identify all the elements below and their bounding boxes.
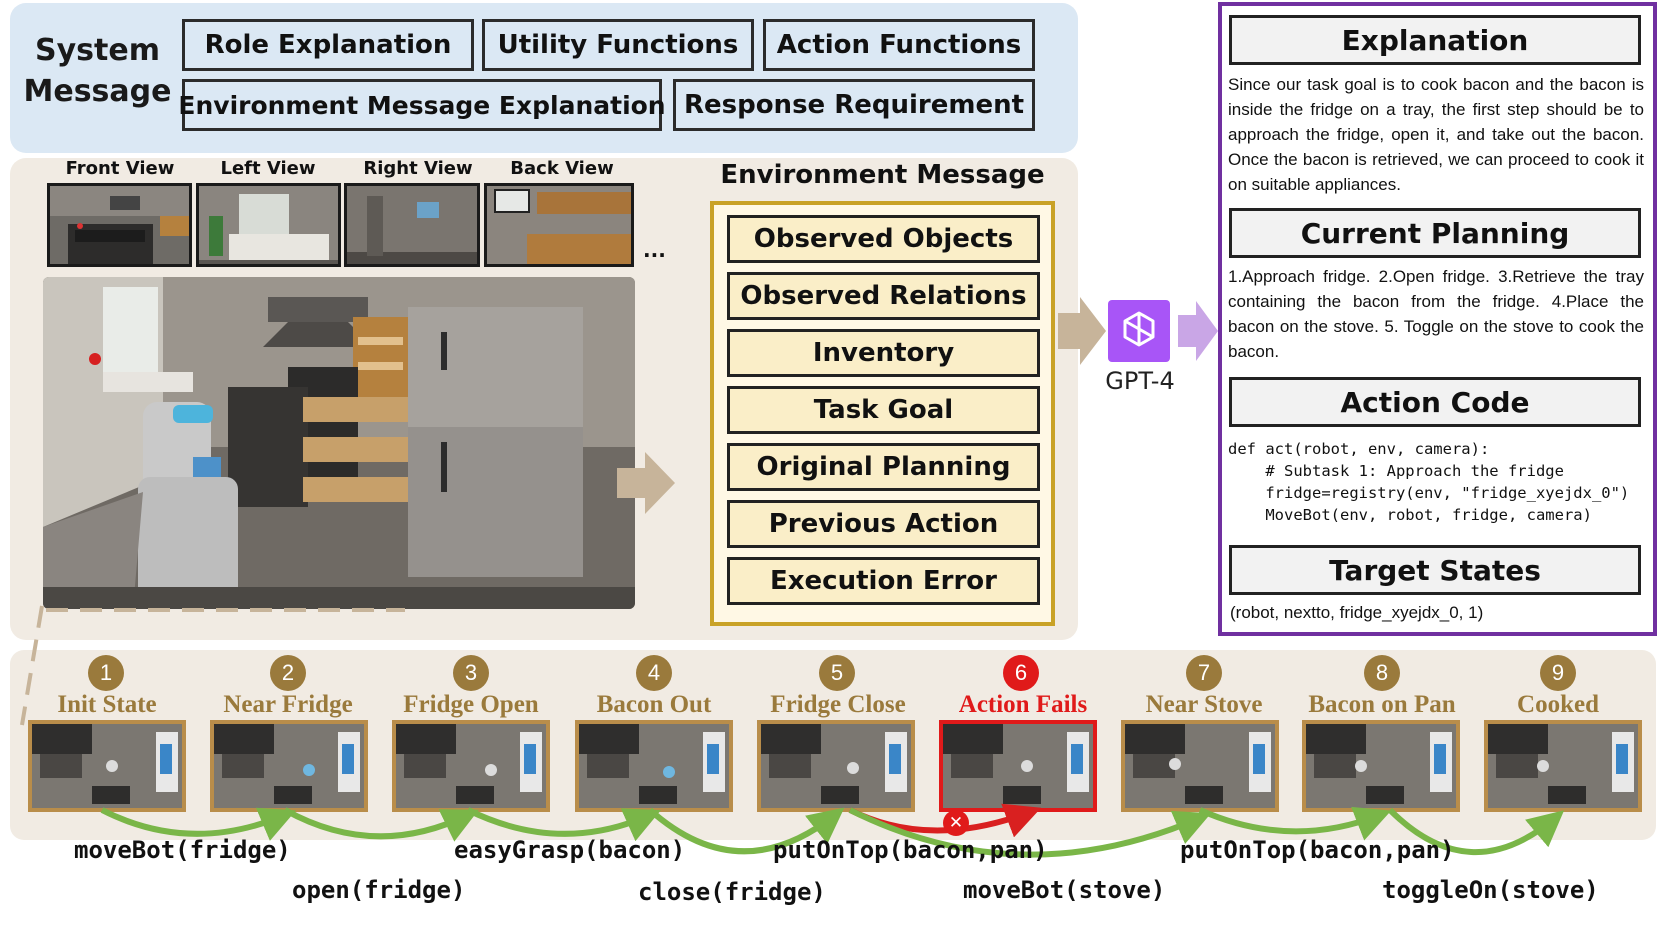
previous-action-box: Previous Action <box>727 500 1040 548</box>
action-label-8: toggleOn(stove) <box>1382 876 1599 904</box>
arrow-1-2 <box>100 807 297 841</box>
action-label-1: moveBot(fridge) <box>74 836 291 864</box>
environment-message-explanation-box: Environment Message Explanation <box>178 79 666 131</box>
system-message-title: System Message <box>23 33 172 109</box>
step-9-number: 9 <box>1540 655 1576 691</box>
right-view-image <box>344 183 480 267</box>
step-7-number: 7 <box>1186 655 1222 691</box>
arrow-to-response <box>1178 301 1218 361</box>
explanation-text: Since our task goal is to cook bacon and… <box>1228 75 1644 194</box>
step-8-label: Bacon on Pan <box>1308 691 1456 718</box>
step-2-number: 2 <box>270 655 306 691</box>
environment-message-title: Environment Message <box>720 160 1045 190</box>
response-panel <box>1218 2 1657 636</box>
action-label-6: moveBot(stove) <box>963 876 1166 904</box>
inventory-box: Inventory <box>727 329 1040 377</box>
explanation-header: Explanation <box>1229 15 1641 65</box>
left-view-image <box>196 183 341 267</box>
arrow-8-9 <box>1387 807 1565 856</box>
action-label-3: easyGrasp(bacon) <box>454 836 686 864</box>
left-view-label: Left View <box>220 158 316 179</box>
right-view-label: Right View <box>363 158 473 179</box>
observed-objects-box: Observed Objects <box>727 215 1040 263</box>
step-5-image <box>757 720 915 812</box>
action-label-7: putOnTop(bacon,pan) <box>1180 836 1455 864</box>
step-3-number: 3 <box>453 655 489 691</box>
step-4-number: 4 <box>636 655 672 691</box>
step-4-label: Bacon Out <box>596 691 712 718</box>
action-functions-box: Action Functions <box>763 19 1035 71</box>
current-planning-header: Current Planning <box>1229 208 1641 258</box>
step-5-label: Fridge Close <box>770 691 906 718</box>
action-label-4: close(fridge) <box>638 878 826 906</box>
arrow-7-8 <box>1198 806 1392 841</box>
action-code-header: Action Code <box>1229 377 1641 427</box>
task-goal-box: Task Goal <box>727 386 1040 434</box>
step-6-number: 6 <box>1003 655 1039 691</box>
response-requirement-box: Response Requirement <box>673 79 1035 131</box>
step-1-number: 1 <box>88 655 124 691</box>
step-2-image <box>210 720 368 812</box>
step-8-number: 8 <box>1364 655 1400 691</box>
step-9-label: Cooked <box>1517 691 1599 718</box>
step-8-image <box>1302 720 1460 812</box>
step-3-label: Fridge Open <box>403 691 539 718</box>
target-states-header: Target States <box>1229 545 1641 595</box>
action-label-2: open(fridge) <box>292 876 466 904</box>
arrow-4-5 <box>648 807 845 855</box>
step-3-image <box>392 720 550 812</box>
openai-logo-icon <box>1108 300 1170 362</box>
back-view-label: Back View <box>510 158 614 179</box>
step-1-label: Init State <box>57 691 157 718</box>
action-code-block: def act(robot, env, camera): # Subtask 1… <box>1228 440 1630 524</box>
step-9-image <box>1484 720 1642 812</box>
more-views-ellipsis: ... <box>643 238 666 262</box>
fail-x-icon: ✕ <box>943 810 969 836</box>
step-7-image <box>1121 720 1279 812</box>
arrow-3-4 <box>466 807 661 842</box>
step-1-image <box>28 720 186 812</box>
role-explanation-box: Role Explanation <box>182 19 474 71</box>
original-planning-box: Original Planning <box>727 443 1040 491</box>
utility-functions-box: Utility Functions <box>482 19 754 71</box>
scene-to-sequence-dashed-line <box>20 605 405 726</box>
back-view-image <box>484 183 634 267</box>
arrow-to-environment-message <box>617 452 675 514</box>
target-states-text: (robot, nextto, fridge_xyejdx_0, 1) <box>1230 603 1484 622</box>
observed-relations-box: Observed Relations <box>727 272 1040 320</box>
step-2-label: Near Fridge <box>223 691 353 718</box>
arrow-2-3 <box>283 807 479 842</box>
arrow-5-7 <box>848 807 1212 858</box>
step-5-number: 5 <box>819 655 855 691</box>
step-4-image <box>575 720 733 812</box>
execution-error-box: Execution Error <box>727 557 1040 605</box>
arrow-to-gpt <box>1058 297 1106 365</box>
transition-arrows <box>100 803 1565 858</box>
front-view-image <box>47 183 192 267</box>
front-view-label: Front View <box>65 158 175 179</box>
action-label-5: putOnTop(bacon,pan) <box>773 836 1048 864</box>
step-6-label: Action Fails <box>958 691 1088 718</box>
current-planning-text: 1.Approach fridge. 2.Open fridge. 3.Retr… <box>1228 267 1644 361</box>
kitchen-scene-image <box>43 277 635 609</box>
step-7-label: Near Stove <box>1145 691 1263 718</box>
gpt-4-label: GPT-4 <box>1105 367 1175 395</box>
